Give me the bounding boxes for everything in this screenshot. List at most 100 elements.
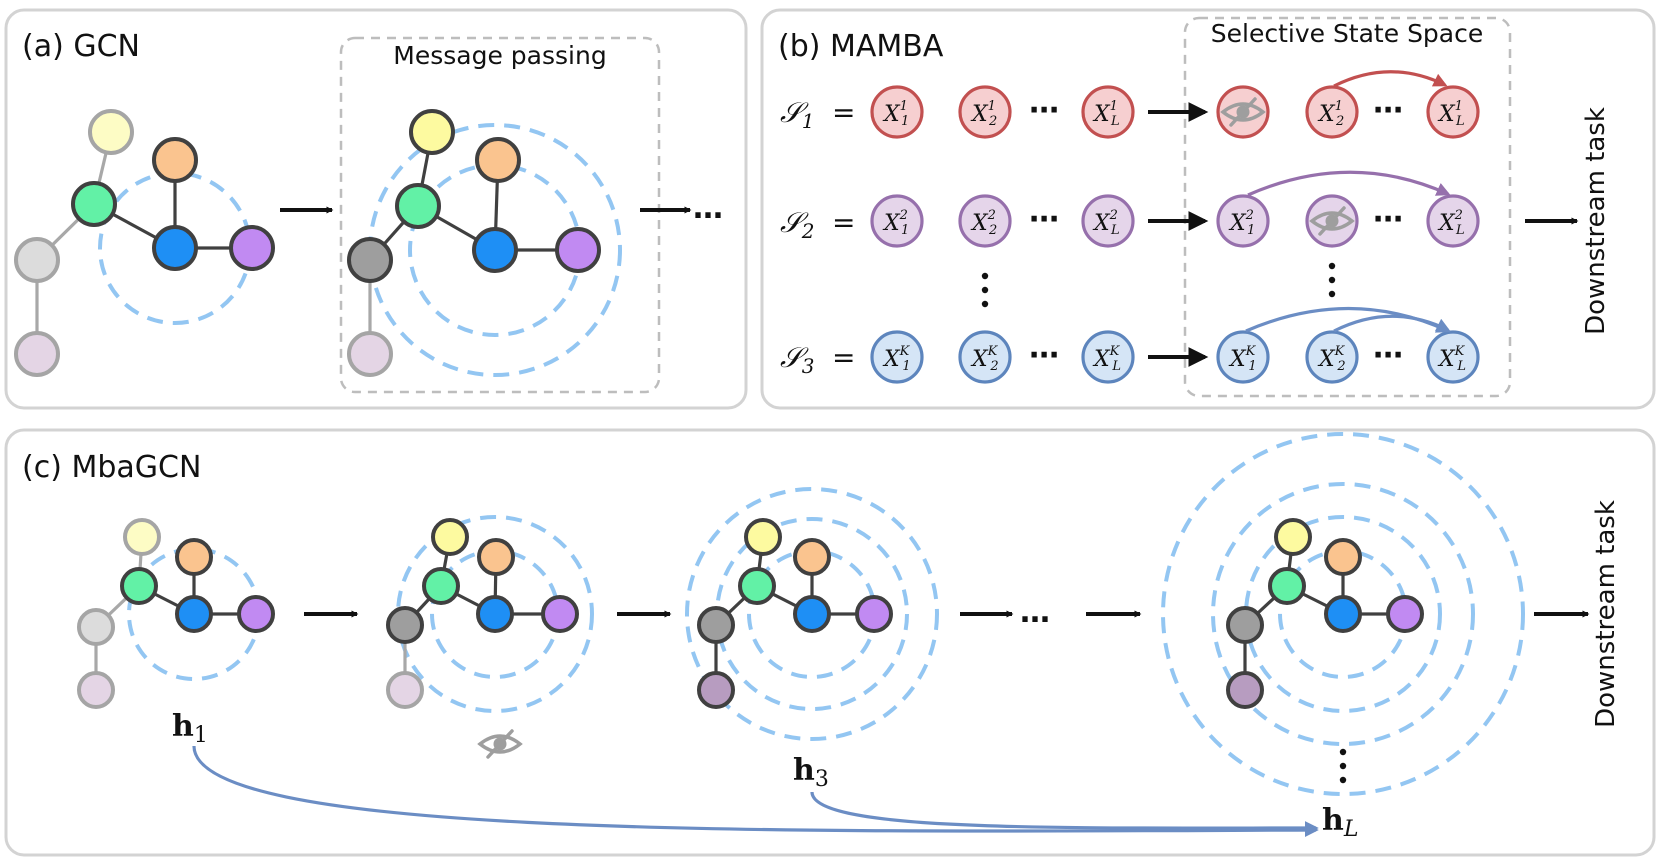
node-green bbox=[1268, 567, 1306, 605]
node-blue bbox=[793, 595, 831, 633]
h1-label: h1 bbox=[172, 709, 208, 748]
node-orange bbox=[793, 538, 831, 576]
mamba-downstream-label: Downstream task bbox=[1581, 107, 1611, 335]
node-gray bbox=[1226, 606, 1264, 644]
token bbox=[958, 194, 1012, 248]
node-blue bbox=[476, 595, 514, 633]
receptive-ring-4 bbox=[1161, 432, 1525, 796]
ellipsis: ⋯ bbox=[1373, 338, 1403, 373]
receptive-ring-outer bbox=[685, 487, 939, 741]
receptive-ring-3 bbox=[1211, 482, 1475, 746]
ellipsis: ⋯ bbox=[1373, 93, 1403, 128]
vertical-ellipsis bbox=[981, 262, 1336, 308]
node-blue bbox=[152, 225, 198, 271]
token bbox=[958, 330, 1012, 384]
token bbox=[1081, 330, 1135, 384]
token bbox=[1426, 330, 1480, 384]
node-lightgray bbox=[77, 608, 115, 646]
node-blue bbox=[472, 227, 518, 273]
ellipsis: ⋯ bbox=[1029, 338, 1059, 373]
node-mauve bbox=[1226, 671, 1264, 709]
node-green bbox=[71, 181, 117, 227]
node-purple bbox=[237, 595, 275, 633]
node-green bbox=[738, 567, 776, 605]
panel-mbagcn bbox=[4, 428, 1656, 857]
message-passing-label: Message passing bbox=[393, 41, 606, 70]
token bbox=[870, 194, 924, 248]
selective-state-space-label: Selective State Space bbox=[1211, 19, 1484, 48]
node-orange bbox=[175, 538, 213, 576]
node-purple bbox=[555, 227, 601, 273]
token bbox=[1426, 85, 1480, 139]
token bbox=[1216, 330, 1270, 384]
node-lilac bbox=[347, 331, 393, 377]
node-gray bbox=[697, 606, 735, 644]
curved-arrow-icon bbox=[810, 791, 1319, 836]
seq-symbol: 𝒮3 bbox=[780, 341, 814, 378]
node-yellow bbox=[1274, 518, 1312, 556]
token bbox=[1305, 85, 1359, 139]
panel-gcn-title: (a) GCN bbox=[22, 29, 140, 64]
node-purple bbox=[541, 595, 579, 633]
h3-label: h3 bbox=[793, 753, 829, 792]
node-blue bbox=[175, 595, 213, 633]
equals-sign: = bbox=[832, 341, 855, 374]
node-blue bbox=[1324, 595, 1362, 633]
selective-state-space-box bbox=[1183, 16, 1512, 398]
panel-mbagcn-title: (c) MbaGCN bbox=[22, 450, 201, 485]
node-green bbox=[422, 567, 460, 605]
mbagcn-graph-layer-3 bbox=[685, 487, 939, 741]
token bbox=[1426, 194, 1480, 248]
node-orange bbox=[1324, 538, 1362, 576]
receptive-ring-2 bbox=[1244, 515, 1442, 713]
curved-arrow-icon bbox=[1333, 70, 1448, 88]
curved-arrow-icon bbox=[1247, 170, 1451, 197]
node-mauve bbox=[697, 671, 735, 709]
node-yellow bbox=[409, 109, 455, 155]
node-orange bbox=[475, 137, 521, 183]
mbagcn-graph-layer-L bbox=[1161, 432, 1525, 796]
node-yellow bbox=[123, 518, 161, 556]
curved-arrow-icon bbox=[1333, 314, 1451, 333]
token bbox=[1081, 194, 1135, 248]
vertical-ellipsis bbox=[1339, 748, 1347, 784]
mbagcn-graph-layer-2 bbox=[386, 515, 594, 713]
node-purple bbox=[229, 225, 275, 271]
panel-gcn bbox=[4, 8, 748, 410]
node-gray bbox=[386, 606, 424, 644]
gcn-graph-propagated bbox=[347, 109, 622, 377]
hL-label: hL bbox=[1322, 803, 1358, 842]
token bbox=[1081, 85, 1135, 139]
mbagcn-downstream-label: Downstream task bbox=[1591, 500, 1621, 728]
receptive-ring-outer bbox=[396, 515, 594, 713]
panel-mamba-title: (b) MAMBA bbox=[778, 29, 944, 64]
node-orange bbox=[477, 538, 515, 576]
node-green bbox=[120, 567, 158, 605]
curved-arrow-icon bbox=[192, 745, 1319, 838]
equals-sign: = bbox=[832, 206, 855, 239]
ellipsis: ⋯ bbox=[1029, 202, 1059, 237]
ellipsis: ⋯ bbox=[1029, 93, 1059, 128]
message-passing-box bbox=[339, 36, 661, 394]
mbagcn-graph-layer-1 bbox=[77, 518, 275, 709]
node-green bbox=[395, 183, 441, 229]
